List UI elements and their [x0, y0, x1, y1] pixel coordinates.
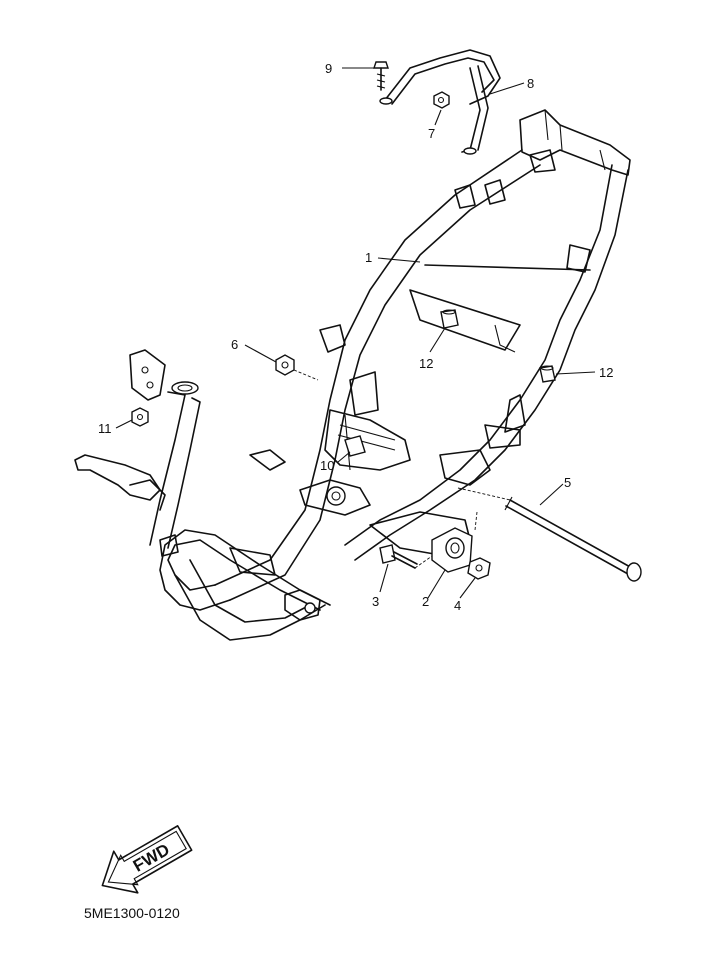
bushing: [431, 527, 473, 573]
callout-12-right: 12: [599, 365, 613, 380]
nut-top: [433, 91, 450, 109]
callout-11: 11: [98, 421, 112, 436]
callout-5: 5: [564, 475, 571, 490]
callout-12-center: 12: [419, 356, 433, 371]
callout-10: 10: [320, 458, 334, 473]
forward-arrow-icon: FWD: [101, 825, 193, 894]
callout-6: 6: [231, 337, 238, 352]
callout-4: 4: [454, 598, 461, 613]
drawing-code: 5ME1300-0120: [84, 905, 180, 921]
bolt-3: [379, 544, 418, 569]
nut-left: [275, 354, 295, 376]
grommet-right: [539, 365, 556, 383]
callout-3: 3: [372, 594, 379, 609]
screw-top: [373, 61, 389, 91]
callout-9: 9: [325, 61, 332, 76]
callout-1: 1: [365, 250, 372, 265]
engine-bolt: [504, 496, 642, 582]
callout-2: 2: [422, 594, 429, 609]
nut-4: [467, 557, 491, 580]
damper-mount: [344, 435, 366, 457]
callout-8: 8: [527, 76, 534, 91]
callout-7: 7: [428, 126, 435, 141]
top-bracket: [379, 49, 501, 155]
leader-lines: [115, 67, 596, 599]
nut-head: [131, 407, 149, 427]
grommet-center: [440, 309, 459, 329]
